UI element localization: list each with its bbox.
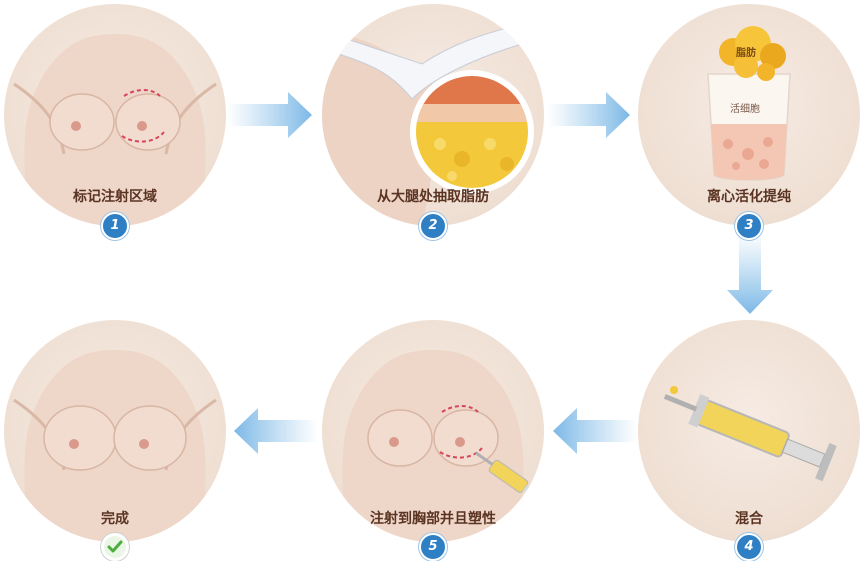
injection-icon (342, 350, 542, 542)
step-2-circle (322, 4, 544, 226)
check-icon (104, 536, 126, 558)
step-1-badge: 1 (101, 212, 129, 240)
arrow-3-4 (727, 232, 773, 314)
centrifuge-cup-icon (707, 26, 791, 181)
fat-label: 脂肪 (736, 48, 756, 59)
step-4-label: 混合 (735, 511, 763, 527)
step-6-circle (4, 320, 226, 542)
step-1-label: 标记注射区域 (73, 189, 157, 205)
step-2-label: 从大腿处抽取脂肪 (377, 189, 489, 205)
step-2-badge: 2 (419, 212, 447, 240)
step-1-circle (4, 4, 226, 226)
thigh-fat-icon (322, 23, 534, 226)
cup-label: 活细胞 (730, 104, 760, 115)
arrow-5-6 (234, 408, 318, 454)
arrow-1-2 (228, 92, 312, 138)
step-3-badge: 3 (735, 212, 763, 240)
step-3-label: 离心活化提纯 (707, 189, 791, 205)
step-6-label: 完成 (101, 511, 129, 527)
syringe-icon (663, 386, 837, 482)
arrow-2-3 (548, 92, 630, 138)
step-5-label: 注射到胸部并且塑性 (370, 511, 496, 527)
body-marked-icon (13, 34, 217, 226)
arrow-4-5 (553, 408, 637, 454)
step-5-circle (322, 320, 544, 542)
step-3-circle: 脂肪 活细胞 (638, 4, 860, 226)
step-5-badge: 5 (419, 533, 447, 561)
step-4-circle (638, 320, 860, 542)
step-6-badge (101, 533, 129, 561)
step-4-badge: 4 (735, 533, 763, 561)
done-body-icon (13, 350, 217, 542)
